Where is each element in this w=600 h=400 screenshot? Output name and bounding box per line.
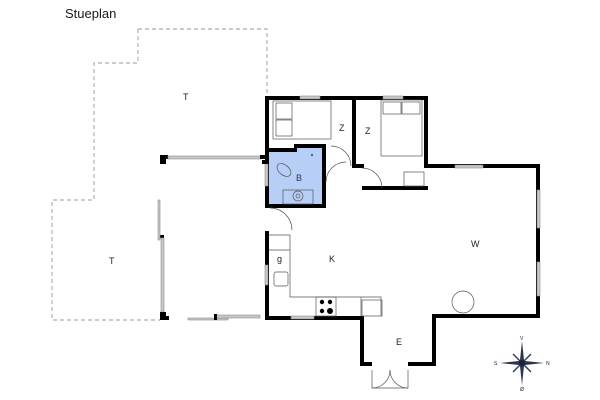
terrace-outline — [51, 28, 268, 321]
main-walls — [262, 95, 541, 366]
doors — [269, 145, 409, 389]
label-bedroom-1: Z — [339, 123, 345, 133]
label-bedroom-2: Z — [365, 126, 371, 136]
label-utility: g — [277, 254, 282, 264]
compass-north: N — [546, 361, 550, 367]
label-bathroom: B — [296, 173, 302, 183]
label-entrance: E — [396, 337, 402, 347]
plan-title: Stueplan — [65, 6, 117, 21]
label-terrace-left: T — [109, 256, 115, 266]
label-terrace-top: T — [183, 92, 189, 102]
compass-rose-icon: V S N Ø — [494, 336, 550, 393]
label-kitchen: K — [329, 254, 335, 264]
compass-south: S — [494, 361, 498, 367]
compass-east: Ø — [520, 387, 524, 393]
label-living: W — [471, 239, 480, 249]
glazed-room — [157, 155, 268, 321]
fixtures — [269, 99, 475, 317]
compass-west: V — [520, 336, 524, 342]
